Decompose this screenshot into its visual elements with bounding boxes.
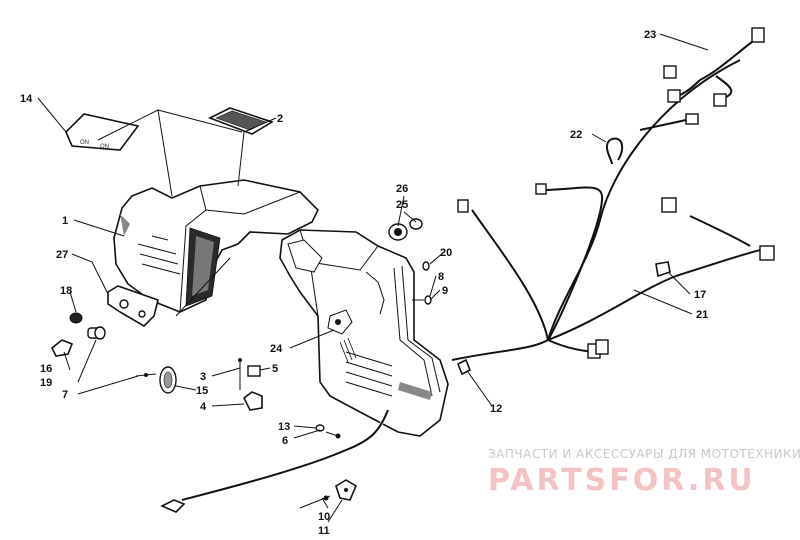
callout-24: 24 [270,343,283,355]
bracket-part [107,285,159,328]
callout-5: 5 [272,363,278,375]
callout-20: 20 [440,247,452,259]
callout-9: 9 [442,285,448,297]
ground-cable-part [160,409,390,513]
callout-16: 16 [40,363,52,375]
bulb-part-8-9 [412,295,432,305]
callout-6: 6 [282,435,288,447]
watermark-tagline: ЗАПЧАСТИ И АКСЕССУАРЫ ДЛЯ МОТОТЕХНИКИ [488,447,800,461]
console-shroud-part [113,179,319,313]
callout-27: 27 [56,249,68,261]
callout-7: 7 [62,389,68,401]
bracket-small-4 [238,358,263,411]
grommet-part [69,312,83,324]
screw-part-7 [135,373,157,377]
callout-15: 15 [196,385,208,397]
lens-part [159,366,177,394]
callout-26: 26 [396,183,408,195]
decal-part: ON ON [65,113,140,151]
callout-14: 14 [20,93,33,105]
leader-lines [37,33,709,523]
switch-part [87,326,106,340]
decal-text-right: ON [100,144,109,150]
callout-25: 25 [396,199,408,211]
light-clip-part [50,339,74,357]
grommet-part-20 [422,261,430,271]
screw-part-6 [325,431,341,439]
wiring-harness-part [451,27,775,362]
callout-labels: 14 2 1 27 18 16 19 7 15 3 4 5 13 6 24 26… [20,29,708,537]
callout-8: 8 [438,271,444,283]
callout-22: 22 [570,129,582,141]
watermark-logo: PARTSFOR.RU [488,463,756,498]
callout-21: 21 [696,309,708,321]
grille-plate-part [208,107,274,135]
callout-3: 3 [200,371,206,383]
callout-12: 12 [490,403,502,415]
callout-18: 18 [60,285,72,297]
callout-13: 13 [278,421,290,433]
decal-text-left: ON [80,140,89,146]
callout-23: 23 [644,29,656,41]
callout-19: 19 [40,377,52,389]
callout-17: 17 [694,289,706,301]
watermark: ЗАПЧАСТИ И АКСЕССУАРЫ ДЛЯ МОТОТЕХНИКИ PA… [488,447,800,498]
callout-11: 11 [318,525,330,537]
nut-part-5 [247,365,261,377]
callout-4: 4 [200,401,207,413]
connector-part-12 [456,358,472,376]
knob-part-25-26 [388,218,423,241]
callout-10: 10 [318,511,330,523]
callout-2: 2 [277,113,283,125]
dash-panel-part [279,229,449,437]
callout-1: 1 [62,215,68,227]
